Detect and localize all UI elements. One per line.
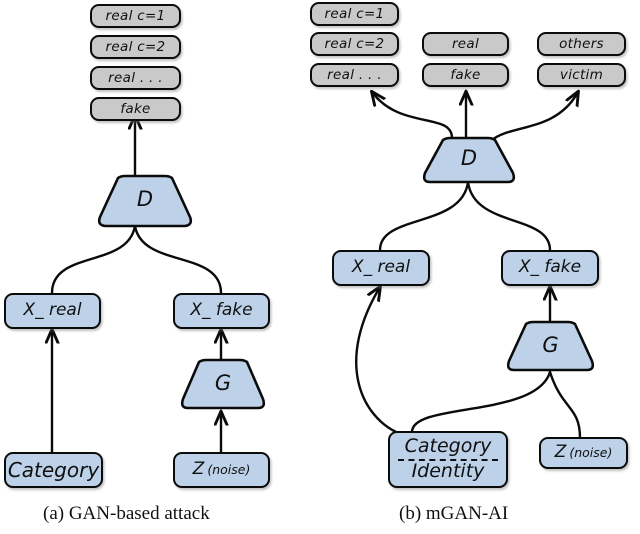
a-output-real-c1: real c=1: [90, 4, 181, 28]
a-noise: Z (noise): [173, 452, 270, 488]
a-discriminator-label: D: [136, 187, 154, 211]
b-generator-label: G: [542, 333, 559, 357]
b-noise: Z (noise): [539, 437, 628, 469]
category-identity-divider: [398, 458, 498, 461]
edge-a-xfake-to-d: [133, 224, 223, 295]
caption-panel-b: (b) mGAN-AI: [399, 503, 509, 524]
b-x-real: X_ real: [332, 250, 430, 286]
b-output-real: real: [422, 32, 509, 56]
a-x-fake: X_ fake: [173, 293, 270, 329]
b-output-fake: fake: [422, 63, 509, 87]
a-generator-label: G: [214, 371, 232, 395]
edge-b-identity-to-xreal: [355, 287, 398, 434]
edge-b-z-to-g: [548, 370, 582, 440]
b-discriminator-label: D: [460, 146, 478, 170]
b-output-real-c1: real c=1: [310, 2, 399, 26]
b-output-real-dots: real . . .: [310, 63, 399, 87]
b-output-others: others: [537, 32, 626, 56]
edge-b-d-to-real-dots: [372, 92, 454, 140]
a-category: Category: [4, 452, 103, 488]
b-category-label: Category: [404, 434, 492, 457]
edge-b-category-to-g: [410, 370, 552, 434]
a-generator: G: [180, 358, 266, 410]
b-output-real-c2: real c=2: [310, 32, 399, 56]
b-category-identity: Category Identity: [388, 431, 508, 488]
a-noise-sublabel: (noise): [207, 462, 251, 478]
b-generator: G: [506, 320, 595, 372]
a-noise-symbol: Z: [192, 459, 205, 480]
b-identity-label: Identity: [411, 459, 485, 482]
a-output-fake: fake: [90, 97, 181, 121]
b-x-fake: X_ fake: [501, 250, 599, 286]
edge-b-xfake-to-d: [466, 180, 552, 252]
a-discriminator: D: [97, 174, 193, 228]
edge-a-xreal-to-d: [50, 224, 137, 295]
edge-b-xreal-to-d: [378, 180, 470, 252]
b-noise-symbol: Z: [554, 442, 567, 463]
a-output-real-c2: real c=2: [90, 35, 181, 59]
b-output-victim: victim: [537, 63, 626, 87]
a-x-real: X_ real: [4, 293, 101, 329]
b-discriminator: D: [422, 136, 516, 184]
caption-panel-a: (a) GAN-based attack: [43, 503, 210, 524]
edge-b-d-to-victim: [490, 92, 578, 142]
b-noise-sublabel: (noise): [569, 445, 613, 461]
a-output-real-dots: real . . .: [90, 66, 181, 90]
